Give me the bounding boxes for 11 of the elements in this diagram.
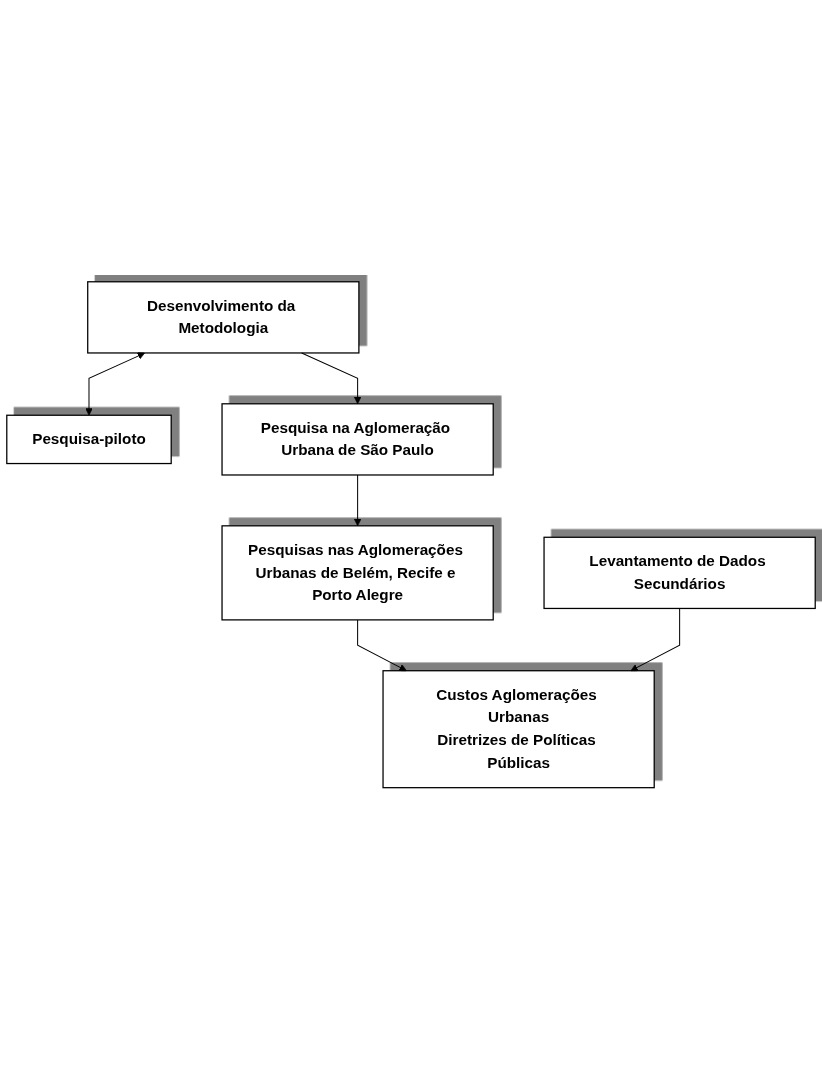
arrow: [301, 352, 362, 404]
arrow: [357, 619, 407, 671]
node-box: Desenvolvimento da Metodologia: [87, 280, 360, 354]
node-box: Levantamento de Dados Secundários: [543, 536, 816, 609]
node-box: Pesquisa-piloto: [6, 414, 172, 464]
node-box: Pesquisa na Aglomeração Urbana de São Paulo: [221, 402, 494, 476]
node-box: Pesquisas nas Aglomerações Urbanas de Belém, Recife e Porto Alegre: [221, 524, 494, 621]
arrow: [630, 607, 681, 671]
node-box: Custos Aglomerações Urbanas Diretrizes de Políticas Públicas: [382, 669, 655, 789]
arrow: [353, 474, 362, 526]
arrow: [85, 352, 145, 416]
